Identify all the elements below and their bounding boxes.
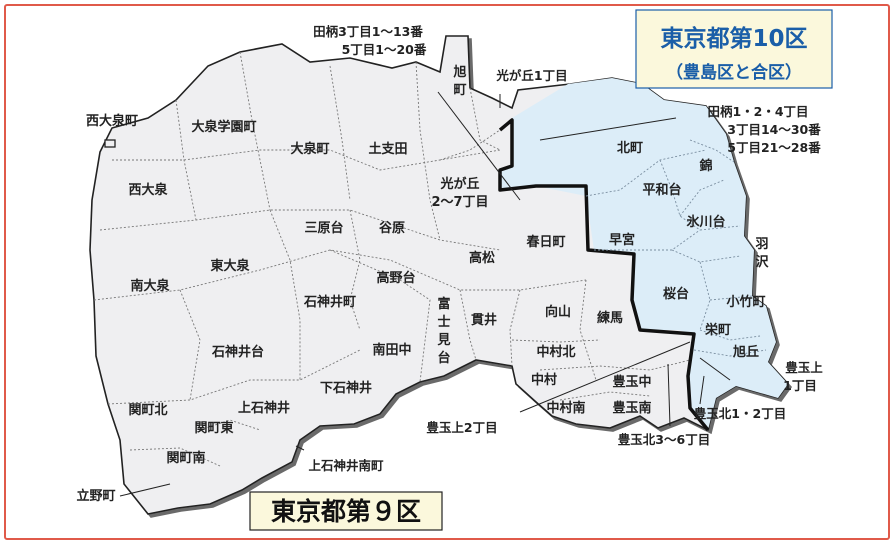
label-fujimidai-1: 富 (437, 296, 450, 312)
label-fujimidai-3: 見 (436, 333, 450, 348)
annot-toyotama-kami-2chome: 豊玉上2丁目 (426, 420, 497, 435)
label-takanodai: 高野台 (376, 270, 415, 286)
annot-tagara-top-1: 田柄3丁目1～13番 (313, 24, 423, 39)
annot-tagara-right-2: 3丁目14～30番 (727, 122, 821, 137)
district10-title: 東京都第10区 (660, 25, 807, 52)
label-tatenomachi: 立野町 (76, 488, 115, 504)
town-borders (93, 51, 691, 467)
label-asahicho-1: 旭 (452, 64, 466, 80)
label-kotakecho: 小竹町 (726, 294, 765, 310)
label-nakamura-kita: 中村北 (536, 344, 575, 360)
district10-town-borders (585, 139, 767, 357)
label-minami-oizumi: 南大泉 (130, 278, 170, 294)
label-takamatsu: 高松 (469, 250, 495, 266)
annot-toyotama-kita-12: 豊玉北1・2丁目 (694, 406, 786, 421)
district-boundary (498, 118, 710, 432)
label-kami-shakujii-minami: 上石神井南町 (308, 458, 384, 473)
leader-lines (119, 91, 731, 497)
label-mukoyama: 向山 (545, 304, 571, 320)
annot-tagara-top-2: 5丁目1～20番 (342, 42, 427, 57)
label-shakujii-machi: 石神井町 (303, 294, 356, 310)
district9-title: 東京都第９区 (271, 497, 421, 526)
label-asahigaoka: 旭丘 (732, 344, 759, 360)
label-higashi-oizumi: 東大泉 (210, 258, 250, 274)
label-nakamura: 中村 (531, 372, 557, 388)
label-kasugacho: 春日町 (525, 234, 565, 250)
label-sekimachi-minami: 関町南 (166, 450, 205, 466)
label-nerima: 練馬 (597, 310, 623, 326)
label-hikawadai: 氷川台 (686, 214, 725, 230)
label-yahara: 谷原 (379, 220, 405, 236)
label-oizumi-gakuen: 大泉学園町 (191, 119, 256, 135)
label-fujimidai-2: 士 (437, 314, 450, 330)
label-hikarigaoka-27-b: 2～7丁目 (431, 195, 488, 210)
label-asahicho-2: 町 (453, 83, 466, 98)
label-sakaecho: 栄町 (704, 322, 731, 338)
label-miharadai: 三原台 (304, 220, 343, 236)
label-shimo-shakujii: 下石神井 (320, 380, 372, 396)
annot-toyotama-kami-1: 豊玉上 (785, 360, 823, 375)
annot-hikarigaoka-1: 光が丘1丁目 (495, 68, 567, 83)
label-nishi-oizumi-machi: 西大泉町 (86, 113, 138, 129)
district10-title-box: 東京都第10区 （豊島区と合区） (635, 9, 833, 89)
label-nishi-oizumi: 西大泉 (128, 182, 168, 198)
annot-toyotama-kami-2: 1丁目 (783, 378, 817, 393)
label-shakujiidai: 石神井台 (211, 344, 264, 360)
label-kami-shakujii: 上石神井 (238, 400, 290, 416)
label-hayamiya: 早宮 (609, 232, 635, 248)
label-nishiki: 錦 (699, 158, 712, 174)
label-toyotama-minami: 豊玉南 (612, 400, 651, 416)
district10-area (500, 78, 788, 430)
label-sekimachi-kita: 関町北 (128, 403, 167, 418)
annot-tagara-right-3: 5丁目21～28番 (727, 140, 821, 155)
exclave-marker (104, 139, 116, 148)
label-hazawa-2: 沢 (755, 254, 769, 270)
district10-subtitle: （豊島区と合区） (666, 62, 802, 83)
label-hazawa-1: 羽 (755, 237, 768, 252)
label-minami-tanaka: 南田中 (372, 342, 411, 358)
label-sekimachi-higashi: 関町東 (194, 420, 233, 436)
label-hikarigaoka-27-a: 光が丘 (439, 176, 479, 192)
label-sakuradai: 桜台 (663, 286, 689, 302)
label-doshida: 土支田 (368, 141, 407, 157)
label-heiwadai: 平和台 (642, 182, 681, 198)
label-toyotama-naka: 豊玉中 (612, 374, 651, 390)
label-nukui: 貫井 (471, 312, 497, 328)
annot-toyotama-kita-36: 豊玉北3～6丁目 (618, 432, 710, 447)
town-labels: 西大泉町 大泉学園町 大泉町 土支田 西大泉 南大泉 東大泉 三原台 谷原 高野… (76, 64, 769, 504)
label-fujimidai-4: 台 (437, 350, 450, 366)
district9-title-box: 東京都第９区 (249, 491, 443, 531)
label-nakamura-minami: 中村南 (546, 400, 585, 416)
annot-tagara-right-1: 田柄1・2・4丁目 (707, 104, 808, 119)
label-oizumi-machi: 大泉町 (290, 141, 329, 157)
map-frame (4, 4, 890, 540)
callout-labels: 田柄3丁目1～13番 5丁目1～20番 光が丘1丁目 田柄1・2・4丁目 3丁目… (313, 24, 823, 447)
label-kitamachi: 北町 (617, 141, 643, 156)
